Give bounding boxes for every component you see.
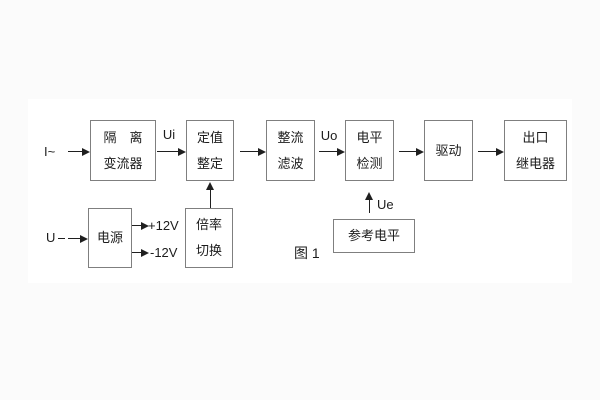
arrow-plus12v-icon xyxy=(132,221,149,230)
input-voltage-label: U xyxy=(46,230,56,245)
arrow-isolation-to-setpoint-icon xyxy=(157,147,186,156)
block-isolation-transformer: 隔 离 变流器 xyxy=(90,120,156,181)
block-label: 切换 xyxy=(195,243,222,258)
rail-plus12v-label: +12V xyxy=(148,218,179,233)
block-label: 定值 xyxy=(196,129,223,145)
arrow-input-voltage-icon xyxy=(68,234,88,243)
block-power-supply: 电源 xyxy=(88,208,132,268)
block-label: 电源 xyxy=(96,230,123,245)
block-setpoint-adjust: 定值 整定 xyxy=(186,120,234,181)
block-label: 电平 xyxy=(356,129,383,145)
block-reference-level: 参考电平 xyxy=(333,219,415,253)
block-label: 整流 xyxy=(277,129,304,145)
block-output-relay: 出口 继电器 xyxy=(504,120,567,181)
block-label: 整定 xyxy=(196,155,223,171)
arrow-minus12v-icon xyxy=(132,248,149,257)
arrow-drive-to-relay-icon xyxy=(478,147,504,156)
block-label: 驱动 xyxy=(435,142,462,158)
arrow-multiplier-to-setpoint-icon xyxy=(206,182,214,208)
block-drive: 驱动 xyxy=(424,120,473,181)
arrow-reference-to-level-icon xyxy=(365,192,373,213)
signal-ui-label: Ui xyxy=(162,127,176,142)
figure-caption: 图 1 xyxy=(294,245,320,261)
block-multiplier-switch: 倍率 切换 xyxy=(185,208,233,268)
block-label: 隔 离 xyxy=(103,129,143,145)
block-label: 倍率 xyxy=(195,217,222,232)
rail-minus12v-label: -12V xyxy=(150,245,178,260)
block-label: 参考电平 xyxy=(347,228,400,243)
block-label: 继电器 xyxy=(515,155,555,171)
input-current-label: I~ xyxy=(44,144,56,159)
block-label: 变流器 xyxy=(103,155,143,171)
u-input-dash xyxy=(58,238,65,239)
arrow-setpoint-to-rectifier-icon xyxy=(240,147,266,156)
arrow-input-current-icon xyxy=(68,147,90,156)
block-label: 出口 xyxy=(522,129,549,145)
signal-ue-label: Ue xyxy=(377,197,394,212)
block-rectifier-filter: 整流 滤波 xyxy=(266,120,315,181)
arrow-rectifier-to-level-icon xyxy=(319,147,345,156)
signal-uo-label: Uo xyxy=(320,128,338,143)
block-label: 滤波 xyxy=(277,155,304,171)
block-level-detect: 电平 检测 xyxy=(345,120,394,181)
block-label: 检测 xyxy=(356,155,383,171)
arrow-level-to-drive-icon xyxy=(399,147,424,156)
